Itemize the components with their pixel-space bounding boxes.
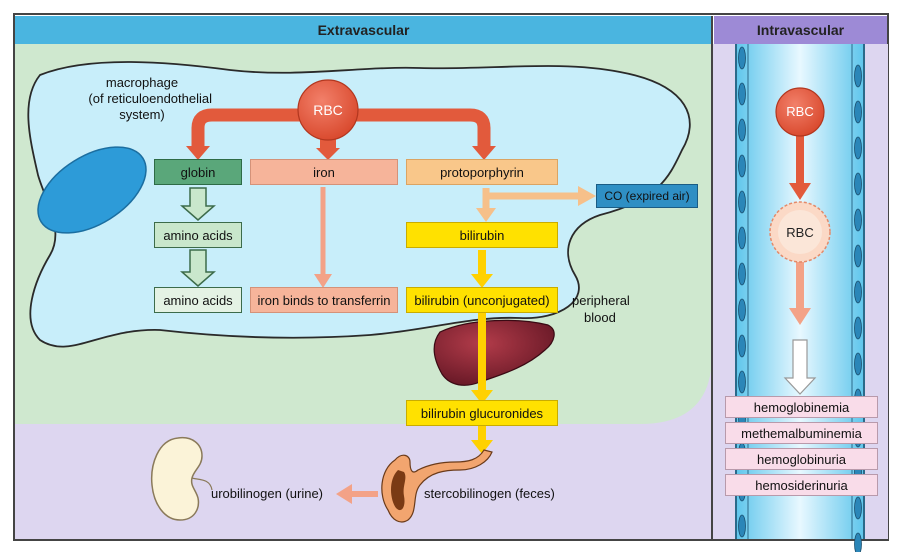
bilirubin-glucuronides-box: bilirubin glucuronides <box>406 400 558 426</box>
nucleus <box>37 146 147 234</box>
list-item-hemoglobinuria: hemoglobinuria <box>725 448 878 470</box>
endothelial-cell <box>738 370 746 394</box>
intestine-icon <box>381 449 493 523</box>
bilirubin-box: bilirubin <box>406 222 558 248</box>
endothelial-cell <box>738 82 746 106</box>
iron-box: iron <box>250 159 398 185</box>
extravascular-header-bar <box>15 16 712 44</box>
globin-box: globin <box>154 159 242 185</box>
endothelial-cell <box>738 190 746 214</box>
endothelial-cell <box>854 532 862 552</box>
rbc-vessel-circle <box>775 87 825 137</box>
rbc-main-circle <box>297 79 359 141</box>
intravascular-header-bar <box>714 16 887 44</box>
endothelial-cell <box>854 496 862 520</box>
macrophage-label: macrophage (of reticuloendothelial syste… <box>88 75 212 122</box>
endothelial-cell <box>854 352 862 376</box>
peripheral-blood-label: peripheral blood <box>572 293 630 325</box>
endothelial-cell <box>854 64 862 88</box>
list-item-hemosiderinuria: hemosiderinuria <box>725 474 878 496</box>
bilirubin-unconjugated-box: bilirubin (unconjugated) <box>406 287 558 313</box>
co-box: CO (expired air) <box>596 184 698 208</box>
intravascular-header: Intravascular <box>756 22 845 38</box>
endothelial-cell <box>854 208 862 232</box>
endothelial-cell <box>854 136 862 160</box>
lower-area <box>15 424 712 539</box>
endothelial-cells <box>738 46 862 552</box>
endothelial-cell <box>854 100 862 124</box>
rbc-vessel-label: RBC <box>786 104 814 119</box>
protoporphyrin-box: protoporphyrin <box>406 159 558 185</box>
endothelial-cell <box>738 298 746 322</box>
endothelial-cell <box>854 172 862 196</box>
endothelial-cell <box>738 262 746 286</box>
iron-transferrin-box: iron binds to transferrin <box>250 287 398 313</box>
extravascular-header: Extravascular <box>317 22 410 38</box>
endothelial-cell <box>854 244 862 268</box>
endothelial-cell <box>854 316 862 340</box>
amino-acids-box-1: amino acids <box>154 222 242 248</box>
liver-icon <box>433 319 555 386</box>
stercobilinogen-label: stercobilinogen (feces) <box>424 486 555 501</box>
endothelial-cell <box>738 154 746 178</box>
endothelial-cell <box>738 118 746 142</box>
rbc-main-label: RBC <box>313 102 343 118</box>
endothelial-cell <box>854 280 862 304</box>
endothelial-cell <box>738 226 746 250</box>
rbc-ghost-label: RBC <box>786 225 814 240</box>
urobilinogen-label: urobilinogen (urine) <box>211 486 324 501</box>
kidney-icon <box>150 436 203 521</box>
list-item-hemoglobinemia: hemoglobinemia <box>725 396 878 418</box>
endothelial-cell <box>738 334 746 358</box>
list-item-methemalbuminemia: methemalbuminemia <box>725 422 878 444</box>
endothelial-cell <box>738 514 746 538</box>
endothelial-cell <box>738 46 746 70</box>
amino-acids-box-2: amino acids <box>154 287 242 313</box>
